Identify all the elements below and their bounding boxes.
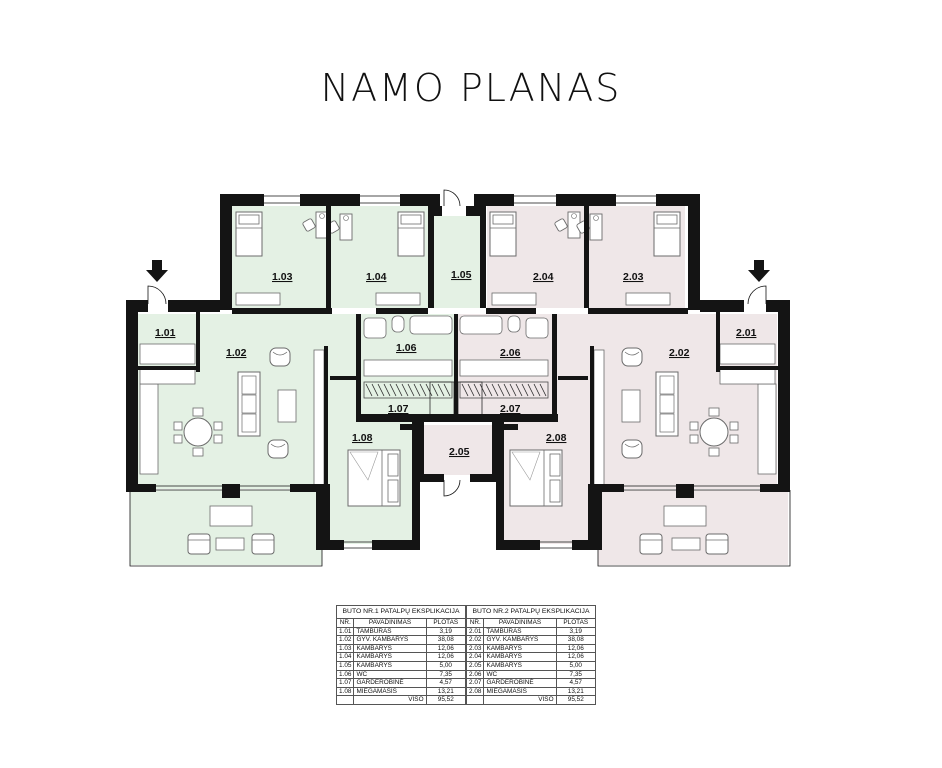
total-value: 95,52 <box>425 695 467 705</box>
terrace-1-floor <box>130 490 322 565</box>
room-label-2-07: 2.07 <box>500 403 521 415</box>
room-labels: 1.01 1.02 1.03 1.04 1.05 1.06 1.07 1.08 … <box>155 269 757 458</box>
table-caption: BUTO NR.2 PATALPŲ EKSPLIKACIJA <box>466 605 596 619</box>
room-2-05-floor <box>418 425 498 475</box>
explication-table-unit-1: BUTO NR.1 PATALPŲ EKSPLIKACIJA NR. PAVAD… <box>335 605 467 705</box>
col-header-nr: NR. <box>335 618 355 628</box>
floors-unit-1 <box>130 206 480 565</box>
windows <box>127 195 791 567</box>
explication-tables: BUTO NR.1 PATALPŲ EKSPLIKACIJA NR. PAVAD… <box>335 605 597 705</box>
entrance-arrow-left-icon <box>146 260 168 282</box>
room-label-2-04: 2.04 <box>533 271 554 283</box>
room-2-08-floor-b <box>552 380 588 430</box>
room-1-08-floor-b <box>330 380 360 430</box>
room-label-1-04: 1.04 <box>366 271 387 283</box>
room-label-1-05: 1.05 <box>451 269 472 281</box>
room-label-1-06: 1.06 <box>396 342 417 354</box>
room-label-2-01: 2.01 <box>736 327 757 339</box>
room-label-1-08: 1.08 <box>352 432 373 444</box>
room-label-1-07: 1.07 <box>388 403 409 415</box>
room-2-07-floor <box>457 380 552 420</box>
col-header-name: PAVADINIMAS <box>353 618 427 628</box>
col-header-area: PLOTAS <box>425 618 467 628</box>
room-1-05-floor <box>433 216 480 308</box>
total-value: 95,52 <box>555 695 597 705</box>
room-label-2-08: 2.08 <box>546 432 567 444</box>
explication-table-unit-2: BUTO NR.2 PATALPŲ EKSPLIKACIJA NR. PAVAD… <box>465 605 597 705</box>
room-label-1-02: 1.02 <box>226 347 247 359</box>
room-label-1-03: 1.03 <box>272 271 293 283</box>
entrance-arrow-right-icon <box>748 260 770 282</box>
room-label-1-01: 1.01 <box>155 327 176 339</box>
room-label-2-03: 2.03 <box>623 271 644 283</box>
col-header-name: PAVADINIMAS <box>483 618 557 628</box>
total-label: VISO <box>353 695 427 705</box>
doors <box>147 189 767 497</box>
room-label-2-05: 2.05 <box>449 446 470 458</box>
walls <box>126 194 790 550</box>
terrace-2-floor <box>598 490 788 565</box>
furniture <box>139 211 777 555</box>
room-label-2-02: 2.02 <box>669 347 690 359</box>
floor-plan: 1.01 1.02 1.03 1.04 1.05 1.06 1.07 1.08 … <box>126 189 791 567</box>
col-header-area: PLOTAS <box>555 618 597 628</box>
col-header-nr: NR. <box>465 618 485 628</box>
total-label: VISO <box>483 695 557 705</box>
entrance-arrows <box>146 260 770 282</box>
table-caption: BUTO NR.1 PATALPŲ EKSPLIKACIJA <box>336 605 466 619</box>
room-label-2-06: 2.06 <box>500 347 521 359</box>
page-title: NAMO PLANAS <box>320 66 622 110</box>
